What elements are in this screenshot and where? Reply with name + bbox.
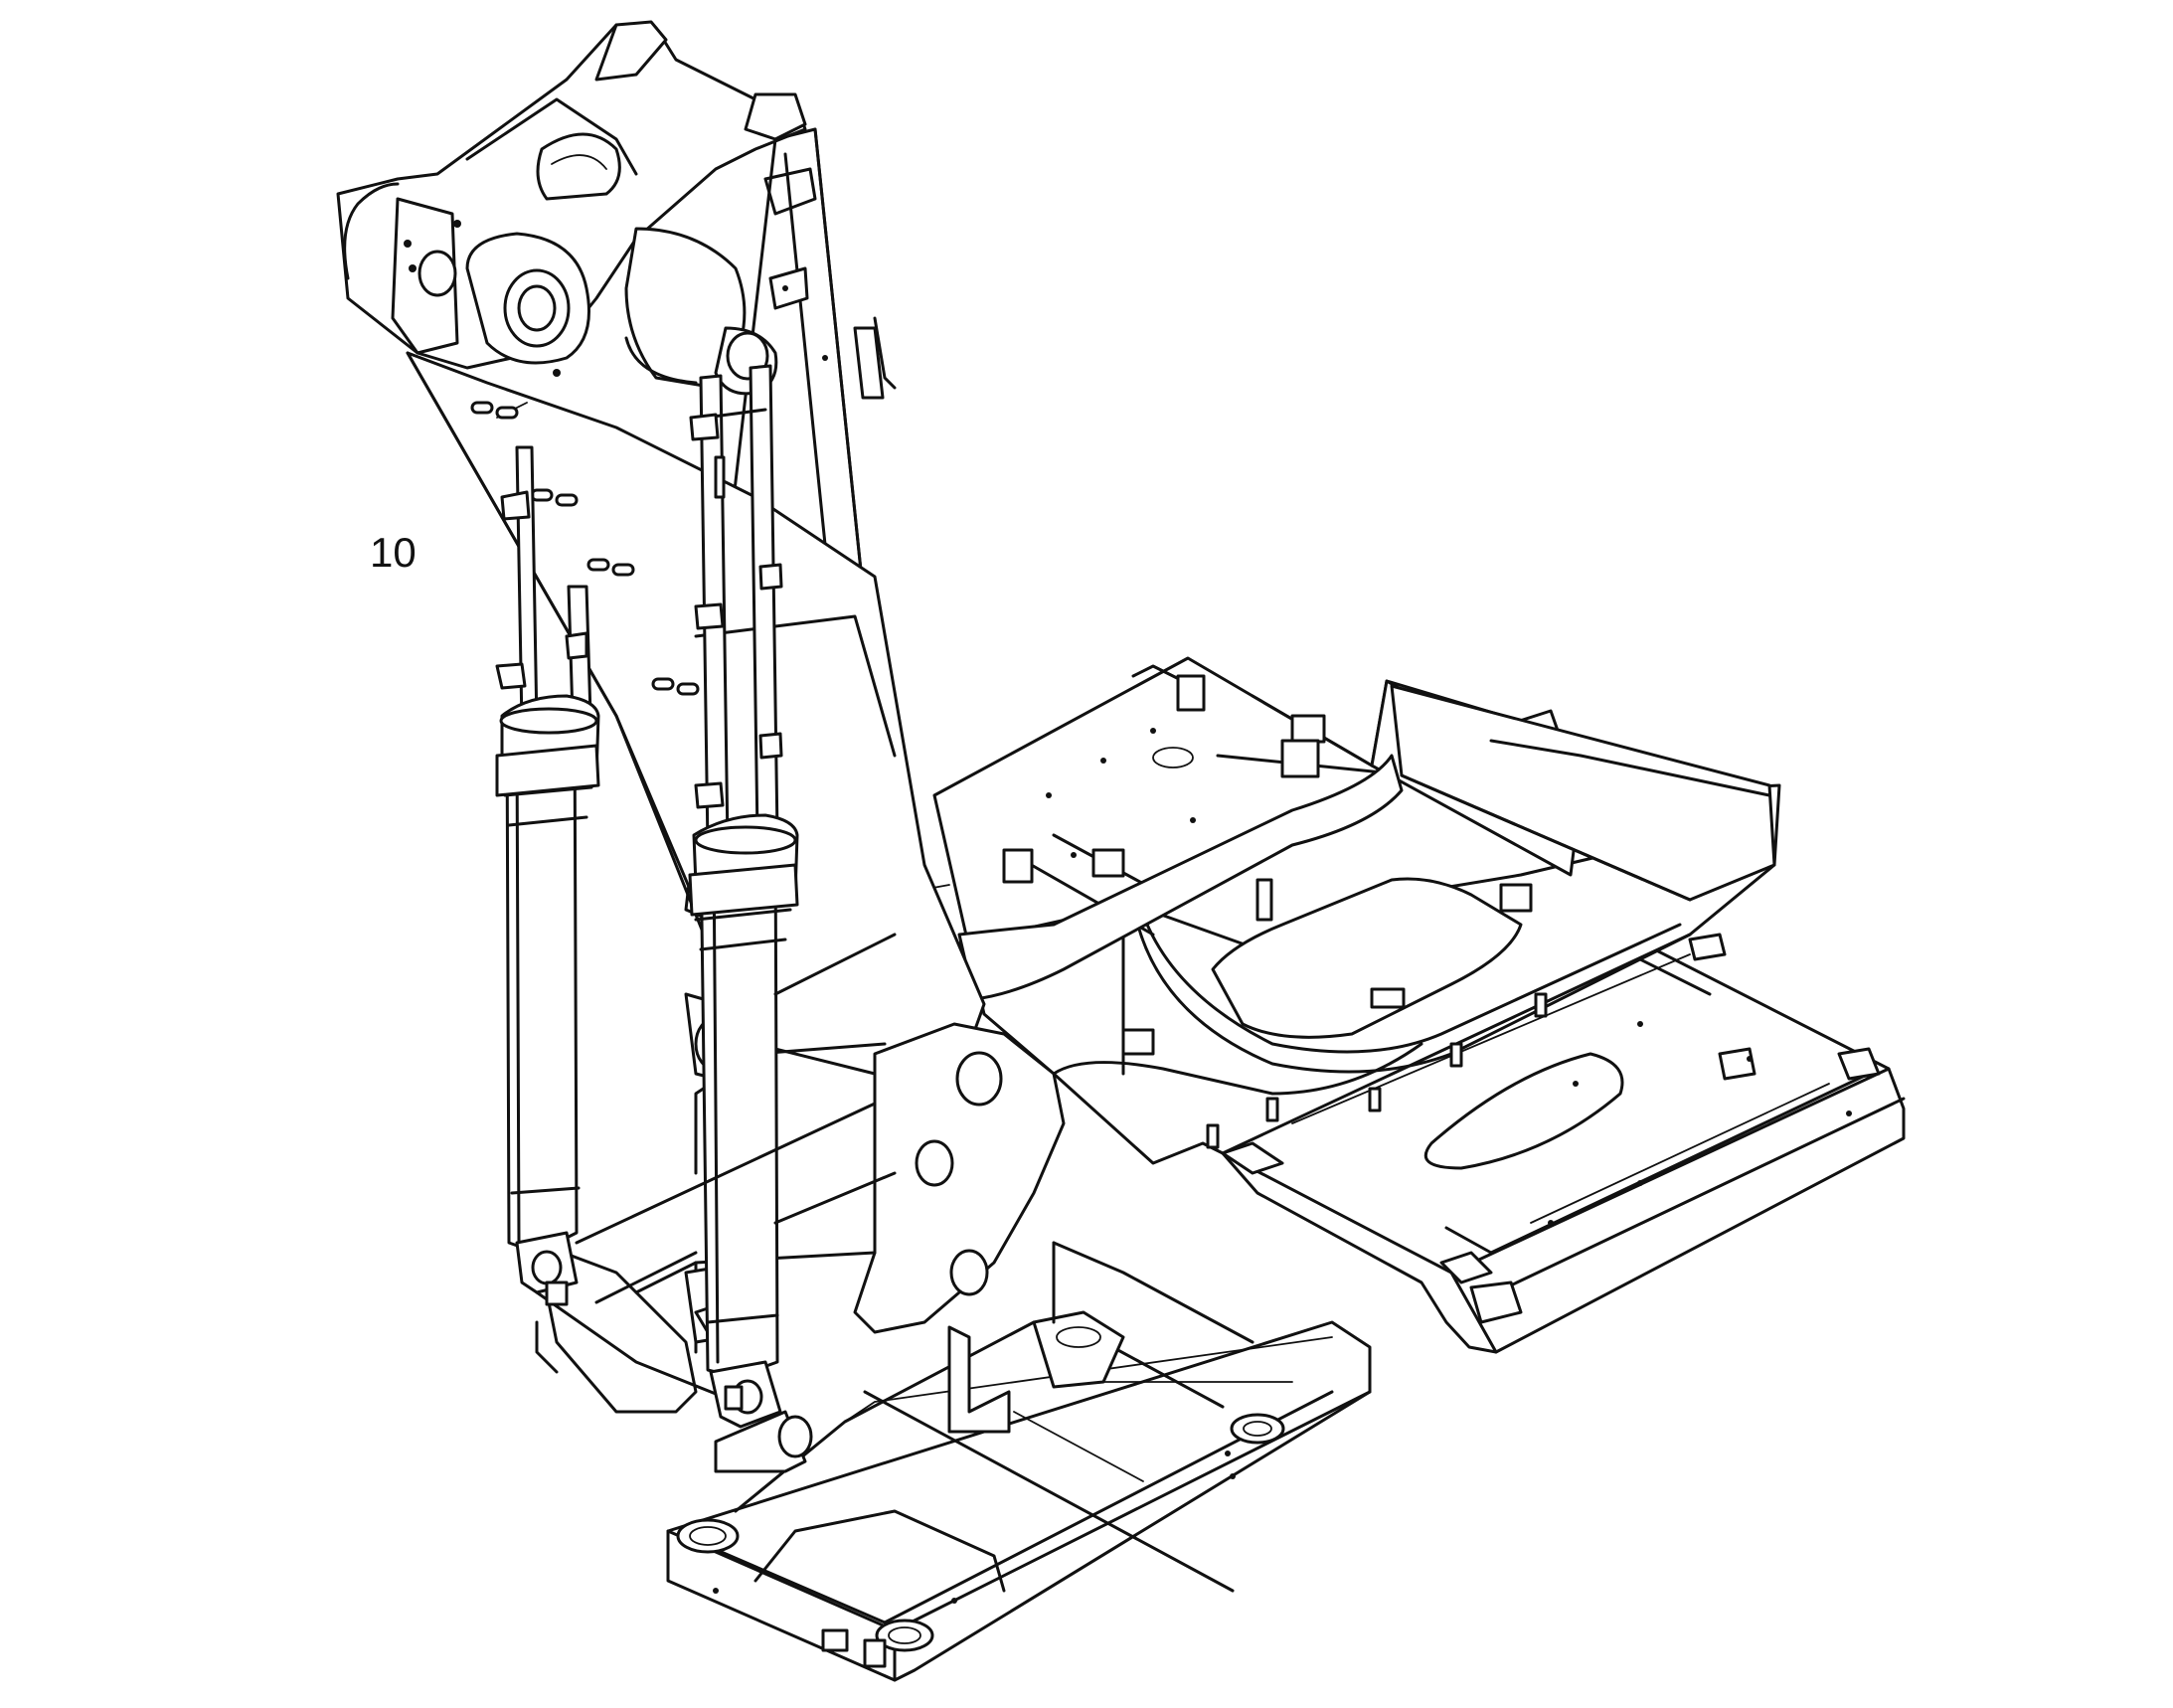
- cylinder-left: [495, 445, 600, 1306]
- front-frame: [666, 1241, 1372, 1682]
- main-chassis: [932, 656, 1781, 1165]
- saddle-beam: [957, 754, 1423, 1096]
- callout-label-10: 10: [370, 529, 417, 576]
- mast-base: [535, 992, 1066, 1473]
- frame-links: [535, 933, 897, 1374]
- mast: [336, 20, 986, 1076]
- cylinder-right: [688, 364, 799, 1429]
- rear-frame: [1221, 933, 1906, 1354]
